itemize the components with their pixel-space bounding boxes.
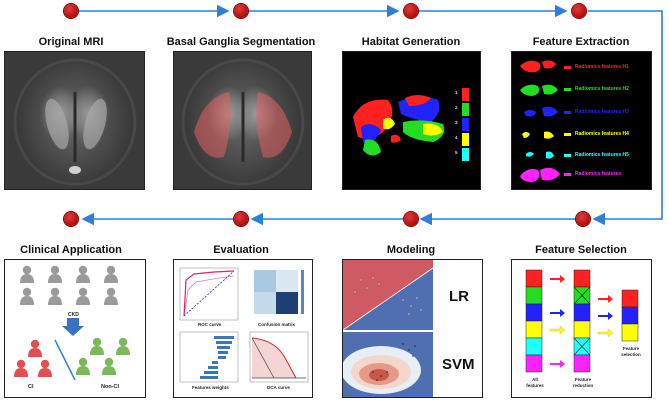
habitat-num-5: 5 <box>455 150 458 155</box>
habitat-color-1 <box>462 88 469 101</box>
person-icon <box>14 359 28 377</box>
person-icon <box>28 339 42 357</box>
step-dot-8 <box>64 212 78 226</box>
feature-label-h5: Radiomics features H5 <box>575 152 629 158</box>
step-dot-5 <box>576 212 590 226</box>
person-icon <box>20 265 34 283</box>
down-arrow-icon <box>62 318 84 336</box>
feature-reduction-label: Feature reduction <box>572 377 594 388</box>
segmentation-image <box>173 51 312 190</box>
lr-label: LR <box>449 288 469 305</box>
feature-label-h1: Radiomics features H1 <box>575 64 629 70</box>
habitat-color-5 <box>462 148 469 161</box>
feature-selection-label: Feature selection <box>621 346 641 357</box>
fw-label: Features weights <box>192 385 229 390</box>
title-clinical: Clinical Application <box>20 244 122 256</box>
cm-label: Confusion matrix <box>258 322 296 327</box>
nonci-label: Non-CI <box>101 384 120 390</box>
feature-selection-panel: All features Feature reduction Feature s… <box>511 259 652 398</box>
step-dot-2 <box>234 4 248 18</box>
person-icon <box>102 357 116 375</box>
title-habitat: Habitat Generation <box>361 36 461 48</box>
title-segmentation: Basal Ganglia Segmentation <box>166 36 316 48</box>
feature-label-all: Radiomics features <box>575 171 622 177</box>
modeling-panel: LR SVM <box>342 259 483 398</box>
person-icon <box>104 287 118 305</box>
svm-label: SVM <box>442 356 475 373</box>
clinical-panel: CKD CI Non-CI <box>4 259 146 398</box>
step-dot-6 <box>404 212 418 226</box>
feature-label-h4: Radiomics features H4 <box>575 131 629 137</box>
habitat-color-2 <box>462 103 469 116</box>
person-icon <box>76 287 90 305</box>
arrow-wrap <box>588 10 663 226</box>
title-original-mri: Original MRI <box>38 36 104 48</box>
person-icon <box>90 337 104 355</box>
title-modeling: Modeling <box>386 244 436 256</box>
step-dot-7 <box>234 212 248 226</box>
habitat-num-4: 4 <box>455 135 458 140</box>
habitat-num-1: 1 <box>455 90 458 95</box>
person-icon <box>48 265 62 283</box>
habitat-color-3 <box>462 118 469 131</box>
feature-extraction-image: Radiomics features H1 Radiomics features… <box>511 51 652 190</box>
step-dot-1 <box>64 4 78 18</box>
person-icon <box>48 287 62 305</box>
feature-label-h2: Radiomics features H2 <box>575 86 629 92</box>
roc-label: ROC curve <box>198 322 222 327</box>
habitat-num-3: 3 <box>455 120 458 125</box>
habitat-num-2: 2 <box>455 105 458 110</box>
person-icon <box>20 287 34 305</box>
ci-label: CI <box>28 384 34 390</box>
step-dot-4 <box>572 4 586 18</box>
person-icon <box>38 359 52 377</box>
person-icon <box>116 337 130 355</box>
group-divider <box>54 339 76 381</box>
people-illustration <box>14 265 130 381</box>
habitat-color-4 <box>462 133 469 146</box>
dca-label: DCA curve <box>267 385 290 390</box>
step-dot-3 <box>404 4 418 18</box>
person-icon <box>104 265 118 283</box>
feature-label-h3: Radiomics features H3 <box>575 109 629 115</box>
habitat-image: 1 2 3 4 5 <box>342 51 481 190</box>
all-features-label: All features <box>526 377 544 388</box>
person-icon <box>76 265 90 283</box>
title-evaluation: Evaluation <box>213 244 269 256</box>
title-feature-selection: Feature Selection <box>535 244 627 256</box>
person-icon <box>76 357 90 375</box>
evaluation-panel: ROC curve Confusion matrix Features weig… <box>173 259 313 398</box>
mri-image <box>4 51 145 190</box>
title-feature-extraction: Feature Extraction <box>532 36 630 48</box>
ckd-label: CKD <box>68 312 79 318</box>
